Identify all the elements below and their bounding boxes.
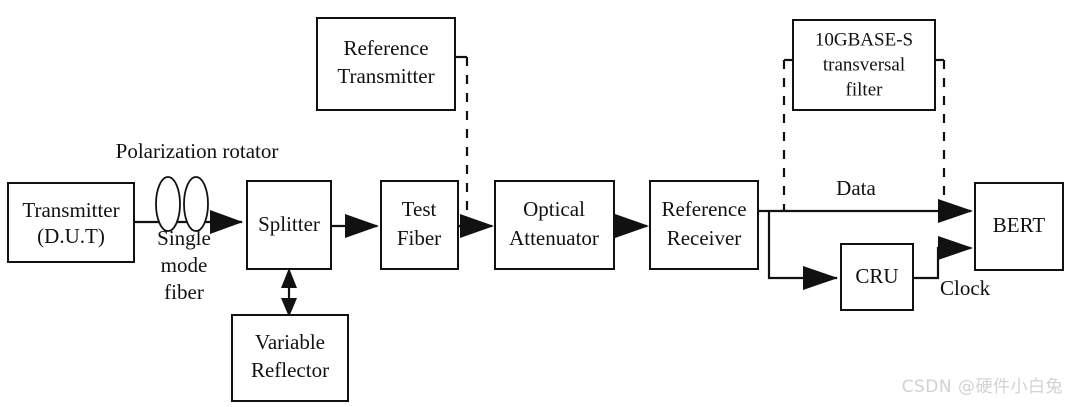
block-transversal-filter[interactable]: 10GBASE-S transversal filter [792,19,936,111]
block-reference-transmitter[interactable]: Reference Transmitter [316,17,456,111]
connection-splitter-to-variable-reflector [281,268,297,317]
block-cru-label: CRU [855,264,898,288]
block-variable-reflector[interactable]: Variable Reflector [231,314,349,402]
connection-cru-to-bert-clock [913,236,973,280]
block-transmitter-label-2: (D.U.T) [37,224,105,248]
block-reference-transmitter-label-2: Transmitter [337,64,434,88]
block-test-fiber-label-1: Test [402,197,437,221]
block-transversal-filter-label-3: filter [846,79,884,100]
block-optical-attenuator[interactable]: Optical Attenuator [494,180,615,270]
connection-filter-insert-right [935,58,946,211]
connection-receiver-to-bert-data [758,199,973,223]
block-reference-receiver[interactable]: Reference Receiver [649,180,759,270]
block-transmitter-label-1: Transmitter [22,198,119,222]
block-optical-attenuator-label-1: Optical [523,197,585,221]
block-splitter[interactable]: Splitter [246,180,332,270]
block-cru[interactable]: CRU [840,243,914,311]
block-reference-transmitter-label-1: Reference [343,36,428,60]
block-variable-reflector-label-1: Variable [255,330,325,354]
block-splitter-label: Splitter [258,212,320,236]
connection-attenuator-to-receiver [614,214,649,238]
block-reference-receiver-label-1: Reference [661,197,746,221]
polarization-rotator-icon [155,176,209,232]
connection-splitter-to-test-fiber [331,214,379,238]
single-mode-fiber-label-line-2: mode [161,253,208,277]
data-signal-label: Data [836,176,876,200]
block-bert-label: BERT [993,213,1046,237]
polarization-rotator-label: Polarization rotator [116,139,279,163]
block-transversal-filter-label-2: transversal [823,54,905,75]
connection-receiver-to-cru [767,211,838,290]
single-mode-fiber-label-line-1: Single [157,226,211,250]
clock-signal-label: Clock [940,276,991,300]
connection-filter-insert-left [782,58,793,211]
block-optical-attenuator-label-2: Attenuator [509,226,599,250]
block-reference-receiver-label-2: Receiver [667,226,742,250]
block-variable-reflector-label-2: Reflector [251,358,329,382]
block-test-fiber[interactable]: Test Fiber [380,180,459,270]
block-transmitter[interactable]: Transmitter (D.U.T) [7,182,135,263]
block-transversal-filter-label-1: 10GBASE-S [815,29,913,50]
csdn-watermark: CSDN @硬件小白兔 [901,377,1063,397]
connection-reference-transmitter-tap [455,55,474,228]
single-mode-fiber-label-line-3: fiber [164,280,204,304]
block-bert[interactable]: BERT [974,182,1064,271]
block-test-fiber-label-2: Fiber [397,226,441,250]
